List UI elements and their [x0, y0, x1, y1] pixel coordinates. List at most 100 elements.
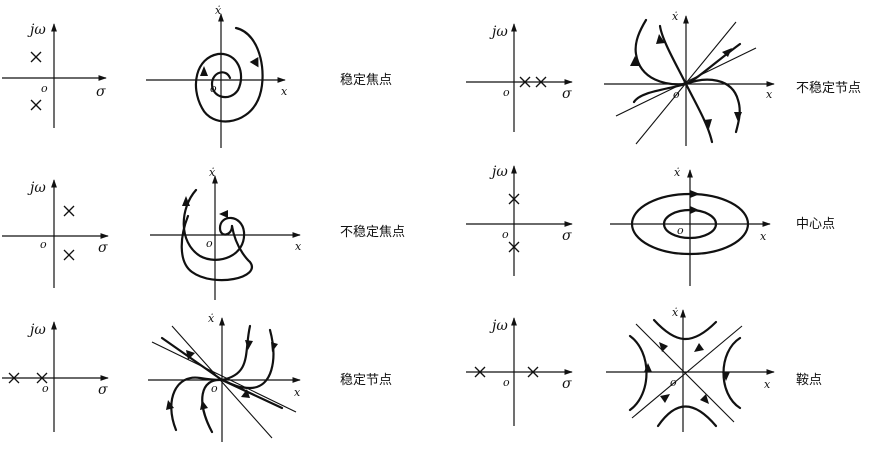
origin-label: o: [211, 382, 218, 395]
direction-arrow: [219, 210, 228, 218]
trajectory: [220, 324, 252, 382]
pole-marker: [508, 193, 520, 205]
xdot-label: ẋ: [215, 4, 222, 17]
x-label: x: [281, 85, 288, 98]
hyperbolic-trajectory: [656, 405, 718, 428]
trajectory: [201, 378, 224, 434]
asymptote-line: [171, 325, 273, 439]
x-label: x: [764, 378, 771, 391]
pole-marker: [63, 249, 75, 261]
sigma-label: σ: [562, 228, 572, 244]
s-plane-saddle: jω σ o: [466, 317, 573, 426]
direction-arrow: [241, 389, 250, 398]
direction-arrow: [700, 394, 709, 404]
phase-plane-stable-focus: ẋ x o: [146, 4, 288, 148]
sigma-label: σ: [98, 382, 108, 398]
origin-label: o: [40, 238, 47, 251]
x-label: x: [294, 386, 301, 399]
pole-marker: [527, 366, 539, 378]
jw-label: jω: [27, 322, 46, 338]
panel-stable-node: jω σ o ẋ x o 稳定节点: [2, 312, 392, 442]
panel-saddle: jω σ o ẋ x o 鞍点: [466, 306, 822, 432]
origin-label: o: [503, 86, 510, 99]
caption-saddle: 鞍点: [796, 372, 822, 388]
jw-label: jω: [489, 318, 508, 334]
xdot-label: ẋ: [672, 306, 679, 319]
caption-stable-focus: 稳定焦点: [340, 72, 392, 88]
panel-stable-focus: jω σ o ẋ x o 稳定焦点: [2, 4, 392, 148]
pole-marker: [519, 76, 531, 88]
separatrix-unstable: [635, 323, 735, 423]
direction-arrow: [690, 206, 699, 214]
s-plane-unstable-node: jω σ o: [466, 23, 573, 132]
x-label: x: [295, 240, 302, 253]
xdot-label: ẋ: [674, 166, 681, 179]
jw-label: jω: [27, 22, 46, 38]
caption-unstable-node: 不稳定节点: [796, 80, 861, 96]
s-plane-stable-node: jω σ o: [2, 321, 109, 432]
direction-arrow: [271, 342, 278, 352]
direction-arrow: [166, 400, 174, 410]
jw-label: jω: [489, 164, 508, 180]
trajectory: [160, 336, 224, 382]
origin-label: o: [41, 82, 48, 95]
spiral-trajectory: [194, 26, 264, 123]
direction-arrow: [722, 48, 732, 57]
sigma-label: σ: [562, 376, 572, 392]
origin-label: o: [206, 237, 213, 250]
phase-plane-unstable-focus: ẋ x o: [150, 166, 302, 300]
direction-arrow: [690, 190, 700, 198]
panel-unstable-node: jω σ o ẋ x o 不稳定节点: [466, 10, 861, 146]
sigma-label: σ: [562, 86, 572, 102]
direction-arrow: [630, 56, 640, 66]
trajectory: [220, 328, 275, 390]
direction-arrow: [704, 119, 712, 129]
direction-arrow: [644, 363, 652, 372]
origin-label: o: [502, 228, 509, 241]
pole-marker: [474, 366, 486, 378]
direction-arrow: [722, 372, 730, 381]
origin-label: o: [503, 376, 510, 389]
origin-label: o: [677, 224, 684, 237]
direction-arrow: [245, 340, 253, 350]
xdot-label: ẋ: [672, 10, 679, 23]
s-plane-center: jω σ o: [466, 164, 573, 276]
trajectory: [684, 82, 714, 144]
direction-arrow: [656, 34, 665, 44]
hyperbolic-trajectory: [628, 334, 648, 412]
xdot-label: ẋ: [208, 312, 215, 325]
pole-marker: [535, 76, 547, 88]
panel-center: jω σ o ẋ x o 中心点: [466, 164, 835, 286]
jw-label: jω: [27, 180, 46, 196]
phase-plane-center: ẋ x o: [610, 166, 771, 286]
pole-marker: [30, 51, 42, 63]
phase-plane-stable-node: ẋ x o: [148, 312, 301, 442]
pole-marker: [63, 205, 75, 217]
asymptote-line: [151, 341, 297, 413]
sigma-label: σ: [98, 240, 108, 256]
direction-arrow: [249, 57, 259, 68]
direction-arrow: [200, 66, 208, 76]
direction-arrow: [200, 400, 208, 410]
xdot-label: ẋ: [209, 166, 216, 179]
pole-marker: [30, 99, 42, 111]
direction-arrow: [694, 343, 704, 352]
panel-unstable-focus: jω σ o ẋ x o 不稳定焦点: [2, 166, 405, 300]
spiral-trajectory: [180, 214, 253, 282]
direction-arrow: [734, 112, 742, 122]
jw-label: jω: [489, 24, 508, 40]
origin-label: o: [670, 376, 677, 389]
trajectory: [658, 24, 688, 86]
pole-marker: [8, 372, 20, 384]
s-plane-unstable-focus: jω σ o: [2, 179, 109, 288]
trajectory: [684, 78, 741, 134]
direction-arrow: [659, 342, 668, 352]
caption-stable-node: 稳定节点: [340, 372, 392, 388]
origin-label: o: [42, 382, 49, 395]
direction-arrow: [660, 394, 670, 403]
trajectory: [634, 18, 688, 86]
phase-plane-saddle: ẋ x o: [606, 306, 775, 432]
pole-marker: [508, 241, 520, 253]
trajectory: [632, 82, 688, 104]
separatrix-stable: [631, 325, 743, 419]
